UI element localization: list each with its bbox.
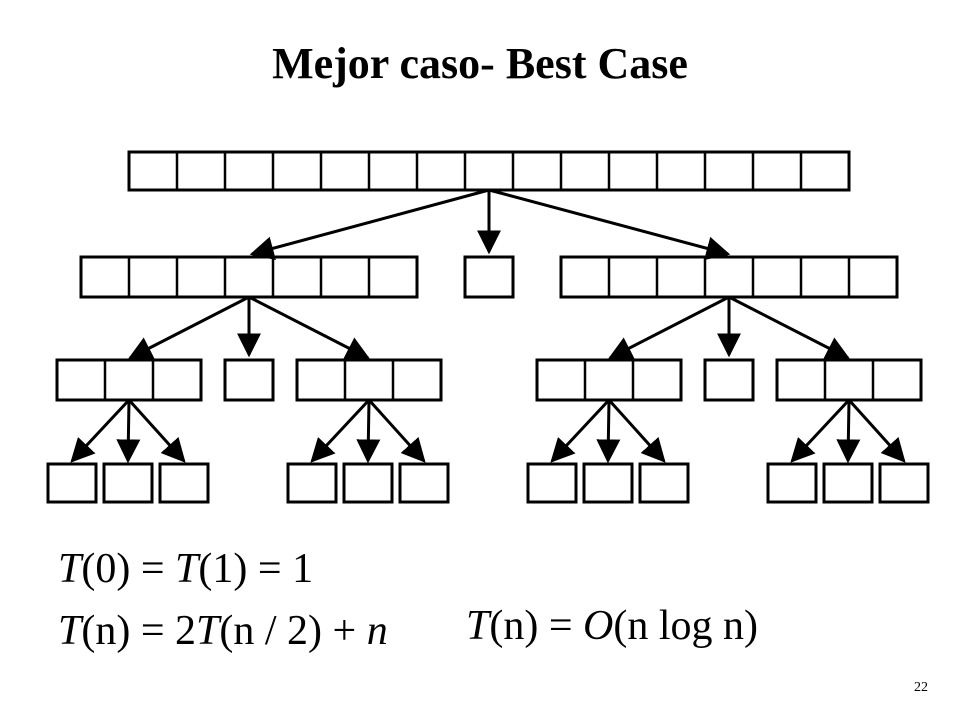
- leaf-cell: [638, 462, 690, 504]
- tree-arrow: [70, 398, 131, 463]
- leaf-cell: [582, 462, 634, 504]
- equation-base-case: T(0) = T(1) = 1: [58, 546, 314, 592]
- tree-arrow: [550, 398, 611, 463]
- right-right-subarray: [775, 358, 923, 402]
- slide-title: Mejor caso- Best Case: [272, 39, 688, 88]
- equation-result: T(n) = O(n log n): [466, 603, 759, 649]
- tree-arrow: [847, 398, 906, 463]
- pivot-cell: [463, 255, 515, 299]
- leaf-cell: [398, 462, 450, 504]
- root-array: [127, 150, 851, 192]
- tree-arrow: [728, 295, 851, 360]
- tree-arrow: [607, 295, 730, 360]
- leaf-cell: [766, 462, 818, 504]
- tree-arrow: [836, 399, 861, 464]
- left-subarray: [79, 255, 419, 299]
- leaf-cell: [526, 462, 578, 504]
- left-pivot-cell: [223, 358, 275, 402]
- page-number: 22: [914, 680, 928, 695]
- tree-arrow: [116, 399, 141, 464]
- right-pivot-cell: [703, 358, 755, 402]
- leaf-cell: [102, 462, 154, 504]
- tree-arrow: [367, 398, 426, 463]
- right-left-subarray: [535, 358, 683, 402]
- leaf-cell: [158, 462, 210, 504]
- tree-arrow: [356, 399, 381, 464]
- left-left-subarray: [55, 358, 203, 402]
- tree-arrow: [607, 398, 666, 463]
- tree-arrow: [790, 398, 851, 463]
- tree-arrow: [249, 188, 490, 260]
- tree-arrow: [127, 398, 186, 463]
- tree-arrow: [596, 399, 621, 464]
- left-right-subarray: [295, 358, 443, 402]
- tree-arrow: [488, 188, 731, 261]
- tree-arrow: [127, 295, 250, 360]
- leaf-cell: [822, 462, 874, 504]
- leaf-cell: [878, 462, 930, 504]
- right-subarray: [559, 255, 899, 299]
- tree-arrow: [310, 398, 371, 463]
- leaf-cell: [46, 462, 98, 504]
- leaf-cell: [286, 462, 338, 504]
- equation-recurrence: T(n) = 2T(n / 2) + n: [58, 608, 388, 654]
- tree-arrow: [248, 295, 371, 360]
- leaf-cell: [342, 462, 394, 504]
